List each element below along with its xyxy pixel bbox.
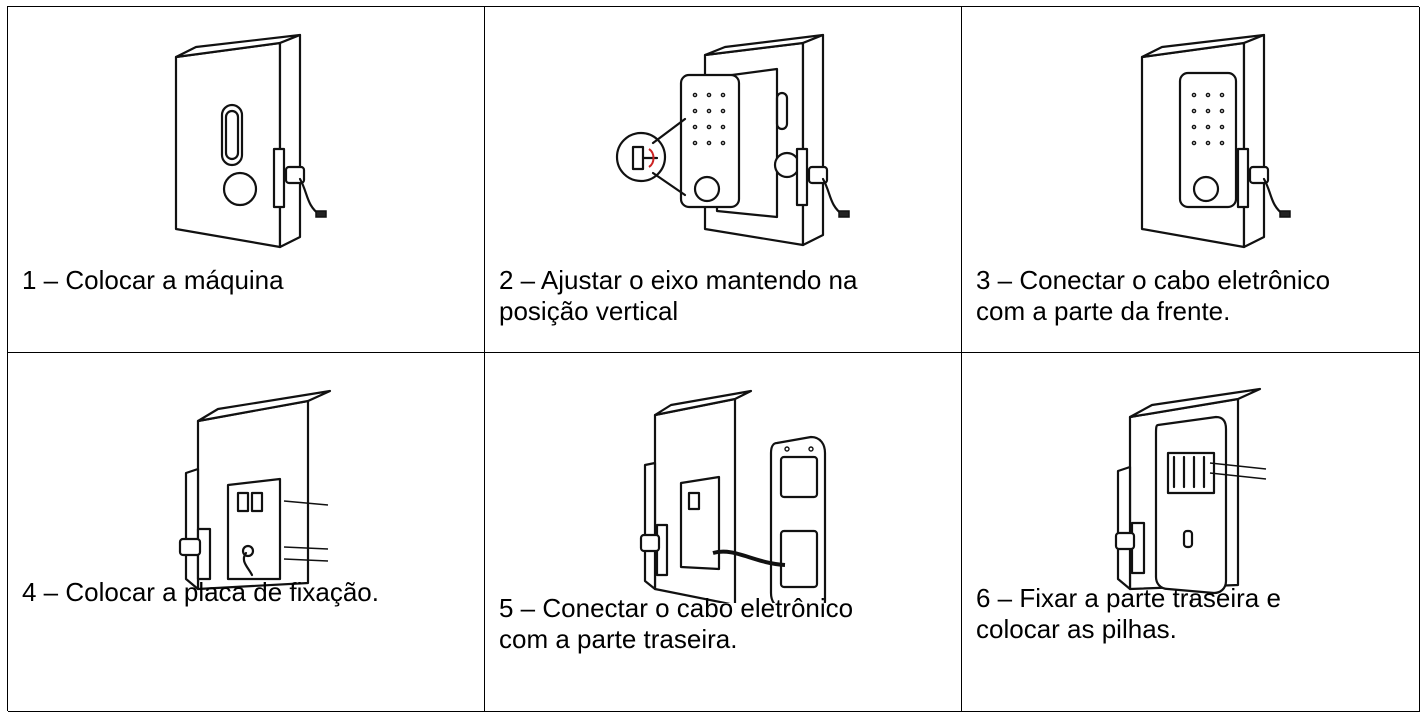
step-cell-2: 2 – Ajustar o eixo mantendo na posição v…: [485, 7, 962, 353]
instruction-table: 1 – Colocar a máquina: [7, 6, 1420, 712]
step-caption-2: 2 – Ajustar o eixo mantendo na posição v…: [499, 265, 858, 326]
step-cell-3: 3 – Conectar o cabo eletrônico com a par…: [962, 7, 1420, 353]
step-cell-4: 4 – Colocar a placa de fixação.: [8, 353, 485, 712]
step-cell-6: 6 – Fixar a parte traseira e colocar as …: [962, 353, 1420, 712]
battery-rear-icon: [1114, 387, 1267, 603]
step-caption-5: 5 – Conectar o cabo eletrônico com a par…: [499, 593, 854, 654]
rear-panel-cable-icon: [639, 389, 827, 603]
step-caption-1: 1 – Colocar a máquina: [22, 265, 284, 295]
step-caption-6: 6 – Fixar a parte traseira e colocar as …: [976, 583, 1281, 644]
step-caption-4: 4 – Colocar a placa de fixação.: [22, 577, 379, 607]
door-lock-box-icon: [174, 33, 327, 249]
step-cell-1: 1 – Colocar a máquina: [8, 7, 485, 353]
step-cell-5: 5 – Conectar o cabo eletrônico com a par…: [485, 353, 962, 712]
step-caption-3: 3 – Conectar o cabo eletrônico com a par…: [976, 265, 1331, 326]
keypad-install-icon: [615, 33, 850, 247]
keypad-front-icon: [1140, 33, 1291, 249]
mounting-plate-icon: [178, 389, 332, 591]
